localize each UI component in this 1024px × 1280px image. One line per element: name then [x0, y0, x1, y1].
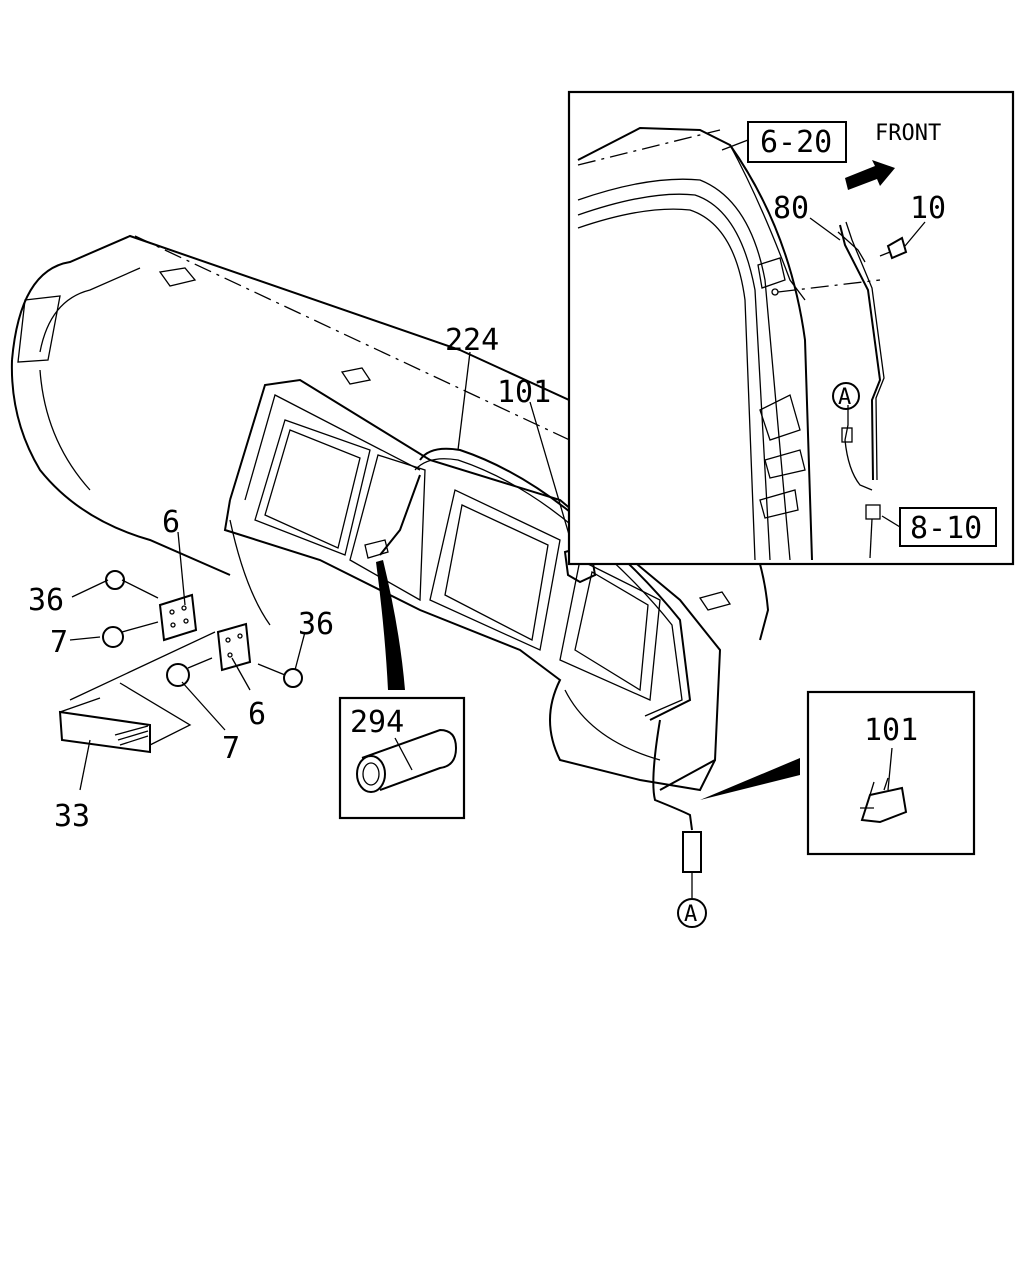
callout-36-right: 36 [298, 607, 334, 642]
callout-6-upper: 6 [162, 505, 180, 540]
ref-6-20: 6-20 [760, 125, 832, 160]
inset-101: 101 [806, 690, 976, 856]
callout-7-lower: 7 [222, 731, 240, 766]
inset-antenna: A FRONT 6-20 8-10 80 10 [567, 90, 1015, 566]
bracket-6-lower [216, 622, 252, 672]
callout-7-left: 7 [50, 625, 68, 660]
pointer-294 [376, 560, 405, 690]
screw-36-left [105, 570, 159, 599]
callout-101-inset: 101 [864, 713, 918, 748]
callout-80: 80 [773, 191, 809, 226]
trim-panel-33 [58, 631, 216, 754]
connector-a-bottom: A [677, 898, 707, 928]
connector-a-inset-label: A [838, 385, 851, 410]
callout-33: 33 [54, 799, 90, 834]
callout-294: 294 [350, 705, 404, 740]
front-label: FRONT [875, 121, 941, 146]
pointer-101 [700, 758, 800, 800]
screw-36-right [257, 663, 303, 688]
leader-lines [69, 351, 693, 898]
callout-10: 10 [910, 191, 946, 226]
callout-6-lower: 6 [248, 697, 266, 732]
inset-294: 294 [338, 696, 466, 820]
bracket-6-upper [158, 593, 198, 642]
callout-224: 224 [445, 323, 499, 358]
bolt-7-lower [166, 657, 213, 687]
front-arrow-icon [845, 160, 895, 190]
dashboard-panel [10, 234, 770, 873]
ref-8-10: 8-10 [910, 511, 982, 546]
callout-101: 101 [497, 375, 551, 410]
callout-36-left: 36 [28, 583, 64, 618]
connector-a-bottom-label: A [684, 902, 697, 927]
bolt-7-left [102, 621, 159, 648]
